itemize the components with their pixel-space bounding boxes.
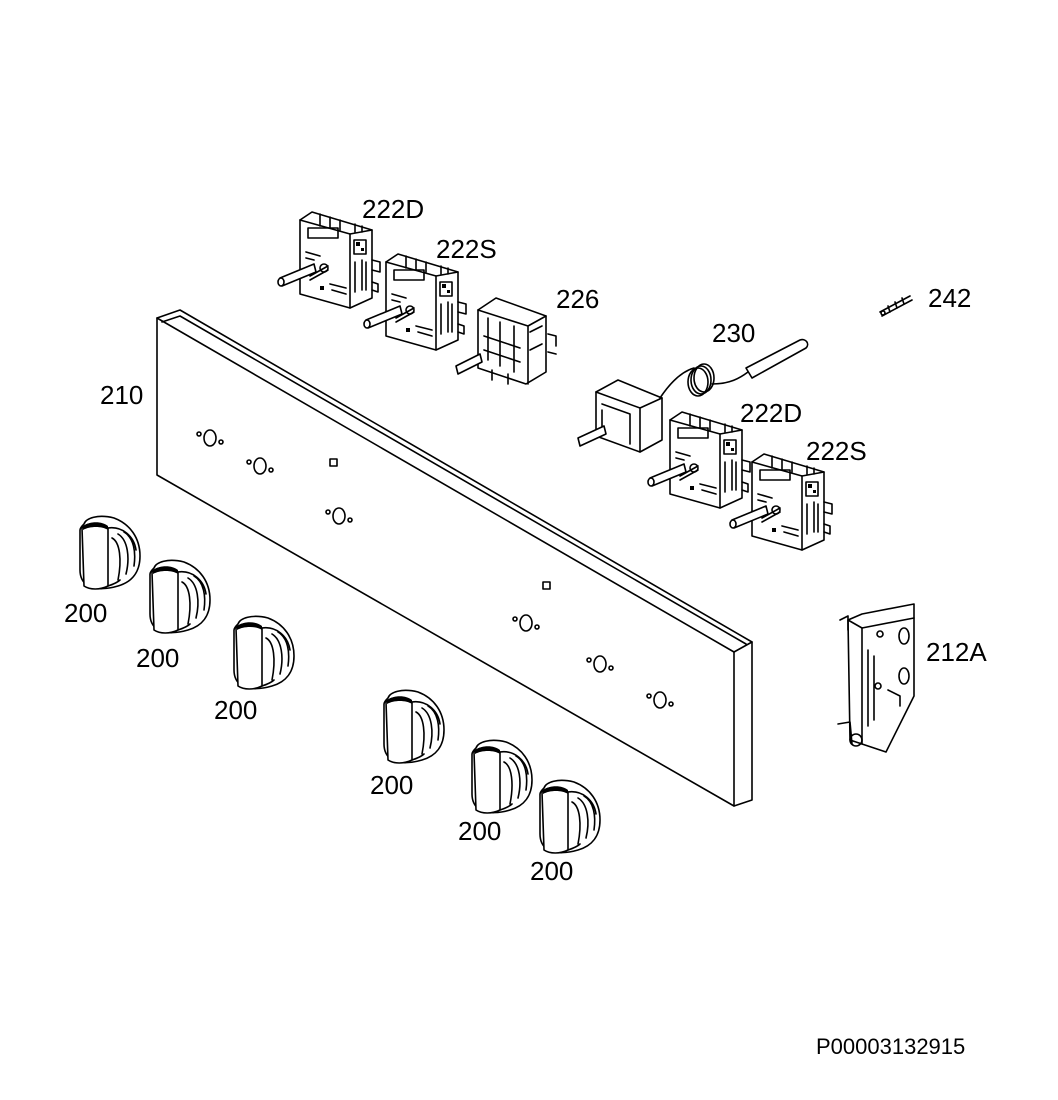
label-knob-3: 200	[214, 695, 257, 725]
label-knob-4: 200	[370, 770, 413, 800]
label-226: 226	[556, 284, 599, 314]
label-230: 230	[712, 318, 755, 348]
label-222s-right: 222S	[806, 436, 867, 466]
label-222d-top: 222D	[362, 194, 424, 224]
control-panel-210	[156, 309, 753, 807]
label-knob-1: 200	[64, 598, 107, 628]
label-knob-2: 200	[136, 643, 179, 673]
screw-242	[879, 295, 913, 317]
label-knob-6: 200	[530, 856, 573, 886]
label-212a: 212A	[926, 637, 987, 667]
label-242: 242	[928, 283, 971, 313]
label-210: 210	[100, 380, 143, 410]
thermostat-230	[577, 338, 809, 453]
control-knob-4	[383, 689, 445, 764]
energy-regulator-222d-right	[647, 411, 751, 509]
control-knob-3	[233, 615, 295, 690]
control-knob-6	[539, 779, 601, 854]
control-knob-5	[471, 739, 533, 814]
label-knob-5: 200	[458, 816, 501, 846]
control-knob-1	[79, 515, 141, 590]
energy-regulator-222s-right	[729, 453, 833, 551]
label-222d-right: 222D	[740, 398, 802, 428]
function-selector-226	[455, 297, 557, 385]
label-222s-top: 222S	[436, 234, 497, 264]
energy-regulator-222d-top	[277, 211, 381, 309]
control-knob-2	[149, 559, 211, 634]
bracket-212a	[837, 603, 915, 753]
drawing-code: P00003132915	[816, 1034, 965, 1059]
